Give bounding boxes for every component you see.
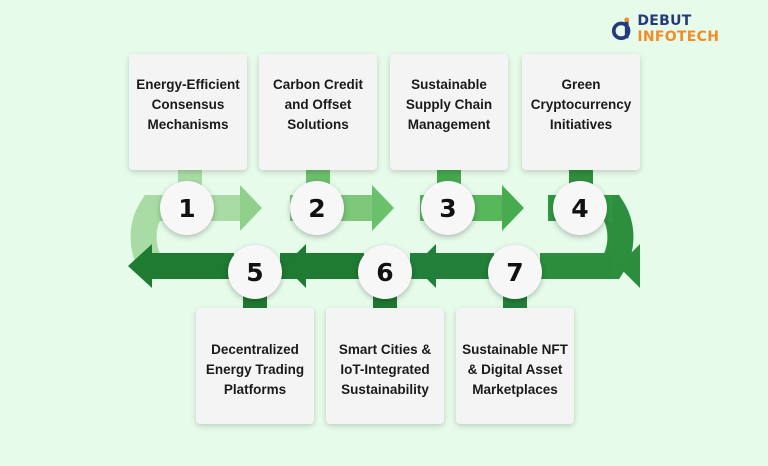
arrow-head-5-end (128, 244, 152, 288)
step-number-4: 4 (553, 181, 607, 235)
arrow-head-6-5 (284, 244, 306, 288)
step-label-5: Decentralized Energy Trading Platforms (205, 342, 305, 397)
step-card-3: Sustainable Supply Chain Management (390, 54, 508, 170)
step-label-4: Green Cryptocurrency Initiatives (530, 77, 632, 132)
bottom-band-4 (540, 253, 612, 279)
brand-name: DEBUT INFOTECH (637, 13, 768, 45)
step-label-3: Sustainable Supply Chain Management (405, 77, 493, 132)
step-number-2: 2 (290, 181, 344, 235)
step-card-4: Green Cryptocurrency Initiatives (522, 54, 640, 170)
step-label-2: Carbon Credit and Offset Solutions (272, 77, 363, 132)
step-number-7: 7 (488, 245, 542, 299)
step-label-7: Sustainable NFT & Digital Asset Marketpl… (462, 342, 568, 397)
step-number-3: 3 (421, 181, 475, 235)
step-card-5: Decentralized Energy Trading Platforms (196, 308, 314, 424)
arrow-head-2-3 (372, 185, 394, 231)
step-number-6: 6 (358, 245, 412, 299)
right-loop-arrow (596, 195, 634, 279)
bottom-band-1 (150, 253, 234, 279)
step-card-7: Sustainable NFT & Digital Asset Marketpl… (456, 308, 574, 424)
step-card-1: Energy-Efficient Consensus Mechanisms (129, 54, 247, 170)
step-card-6: Smart Cities & IoT-Integrated Sustainabi… (326, 308, 444, 424)
brand-word-2: INFOTECH (637, 29, 720, 45)
arrow-head-4-7 (618, 244, 640, 288)
brand-logo-icon (611, 17, 631, 41)
brand-logo: DEBUT INFOTECH (611, 13, 768, 45)
step-number-1: 1 (160, 181, 214, 235)
arrow-head-7-6 (414, 244, 436, 288)
step-number-5: 5 (228, 245, 282, 299)
arrow-head-3-4 (502, 185, 524, 231)
step-card-2: Carbon Credit and Offset Solutions (259, 54, 377, 170)
step-label-1: Energy-Efficient Consensus Mechanisms (136, 77, 240, 132)
step-label-6: Smart Cities & IoT-Integrated Sustainabi… (338, 342, 432, 397)
brand-word-1: DEBUT (637, 13, 692, 29)
arrow-head-1-2 (240, 185, 262, 231)
